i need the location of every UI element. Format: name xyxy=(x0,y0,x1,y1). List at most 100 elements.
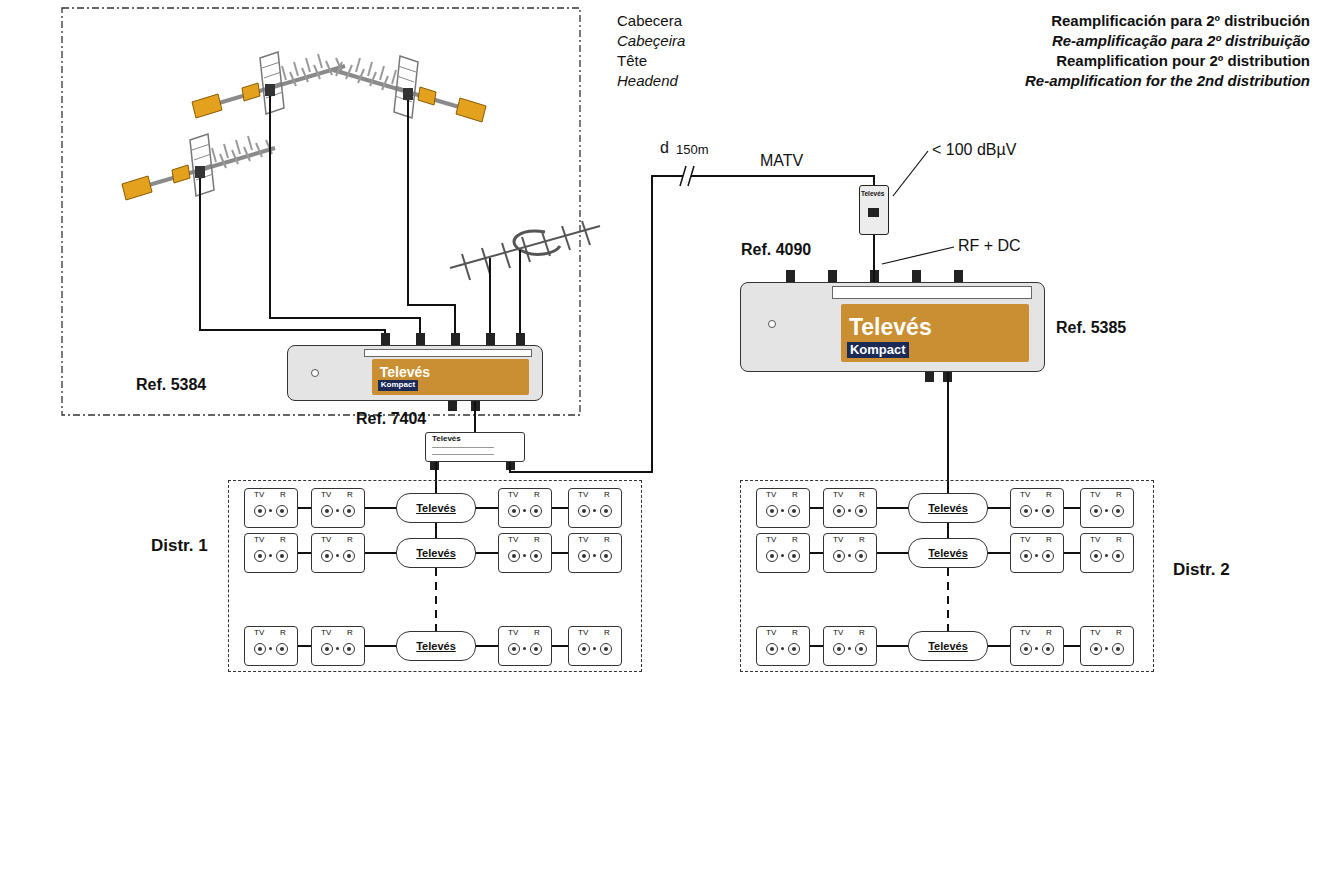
socket xyxy=(321,550,333,562)
socket xyxy=(1090,550,1102,562)
socket xyxy=(833,550,845,562)
socket xyxy=(855,550,867,562)
label-panel: TelevésKompact xyxy=(372,359,529,395)
socket-label: TV xyxy=(321,629,331,638)
coax-cable xyxy=(365,645,396,647)
socket-label: TV xyxy=(578,629,588,638)
brand-name: Televés xyxy=(397,640,475,652)
wall-outlet: TVR xyxy=(568,488,622,528)
socket-pin xyxy=(280,554,284,558)
wall-outlet: TVR xyxy=(1080,626,1134,666)
wall-outlet: TVR xyxy=(498,488,552,528)
socket-label: R xyxy=(1046,491,1052,500)
center-dot xyxy=(523,509,526,512)
center-dot xyxy=(523,647,526,650)
socket xyxy=(1090,643,1102,655)
drawing-part xyxy=(448,401,457,411)
socket xyxy=(1042,505,1054,517)
drawing-part xyxy=(502,243,510,268)
annotation: 150m xyxy=(676,143,709,158)
power-inserter: Ref. 4090Televés xyxy=(859,185,889,235)
center-dot xyxy=(848,554,851,557)
drawing-part xyxy=(416,333,425,345)
socket-label: TV xyxy=(321,491,331,500)
drawing-part xyxy=(522,237,530,262)
socket-pin xyxy=(792,647,796,651)
socket-label: R xyxy=(534,536,540,545)
splitter: Ref. 7404Televés xyxy=(425,432,525,462)
drawing-part xyxy=(912,270,921,282)
socket-pin xyxy=(1116,554,1120,558)
brand-name: Televés xyxy=(909,640,987,652)
socket-pin xyxy=(1094,509,1098,513)
coax-cable xyxy=(810,507,823,509)
socket xyxy=(766,505,778,517)
center-dot xyxy=(1035,509,1038,512)
area-name: Distr. 2 xyxy=(1173,561,1230,580)
coax-cable xyxy=(947,523,949,538)
tap-box: Televés xyxy=(908,631,988,661)
socket xyxy=(833,505,845,517)
socket-pin xyxy=(1094,647,1098,651)
wall-outlet: TVR xyxy=(1080,533,1134,573)
reference: Ref. 4090 xyxy=(741,241,811,259)
socket-label: R xyxy=(792,536,798,545)
socket xyxy=(600,505,612,517)
annotation: < 100 dBµV xyxy=(932,141,1016,159)
socket-label: TV xyxy=(766,536,776,545)
header-label: Tête xyxy=(617,52,647,69)
center-dot xyxy=(781,509,784,512)
socket-pin xyxy=(347,509,351,513)
coax-cable xyxy=(474,401,476,432)
socket-pin xyxy=(770,647,774,651)
coax-cable xyxy=(435,568,437,631)
socket-label: R xyxy=(792,491,798,500)
tap-box: Televés xyxy=(396,631,476,661)
wall-outlet: TVR xyxy=(244,626,298,666)
socket-label: R xyxy=(604,491,610,500)
socket-label: TV xyxy=(508,536,518,545)
brand-name: Televés xyxy=(380,365,430,380)
socket-label: R xyxy=(1116,491,1122,500)
drawing-part xyxy=(893,151,928,196)
socket-pin xyxy=(258,647,262,651)
wall-outlet: TVR xyxy=(244,488,298,528)
coax-cable xyxy=(988,507,1010,509)
socket-pin xyxy=(534,647,538,651)
socket xyxy=(1112,550,1124,562)
socket-pin xyxy=(582,647,586,651)
drawing-part xyxy=(430,462,439,470)
coax-cable xyxy=(988,645,1010,647)
coax-cable xyxy=(873,235,875,282)
socket xyxy=(600,550,612,562)
center-dot xyxy=(593,509,596,512)
amplifier: TelevésKompactRef. 5384 xyxy=(287,345,543,401)
coax-cable xyxy=(810,552,823,554)
socket-label: R xyxy=(604,536,610,545)
drawing-part xyxy=(462,254,470,280)
drawing-part xyxy=(882,247,954,264)
socket xyxy=(530,643,542,655)
socket xyxy=(578,550,590,562)
socket xyxy=(1042,550,1054,562)
socket-pin xyxy=(837,509,841,513)
drawing-part xyxy=(192,52,345,118)
socket-label: TV xyxy=(1090,491,1100,500)
socket-pin xyxy=(582,554,586,558)
socket-pin xyxy=(1024,647,1028,651)
socket xyxy=(833,643,845,655)
drawing-part xyxy=(381,333,390,345)
screw xyxy=(768,320,776,328)
wall-outlet: TVR xyxy=(311,533,365,573)
coax-cable xyxy=(877,507,908,509)
socket-pin xyxy=(258,509,262,513)
socket-pin xyxy=(859,509,863,513)
amplifier: TelevésKompactRef. 5385 xyxy=(740,282,1045,372)
socket-label: R xyxy=(1046,536,1052,545)
tap-box: Televés xyxy=(908,493,988,523)
cable-break xyxy=(680,166,694,186)
connector-strip xyxy=(832,286,1032,299)
distribution-area: Distr. 1TVRTVRTelevésTVRTVRTVRTVRTelevés… xyxy=(228,480,642,672)
socket-label: R xyxy=(604,629,610,638)
center-dot xyxy=(848,647,851,650)
